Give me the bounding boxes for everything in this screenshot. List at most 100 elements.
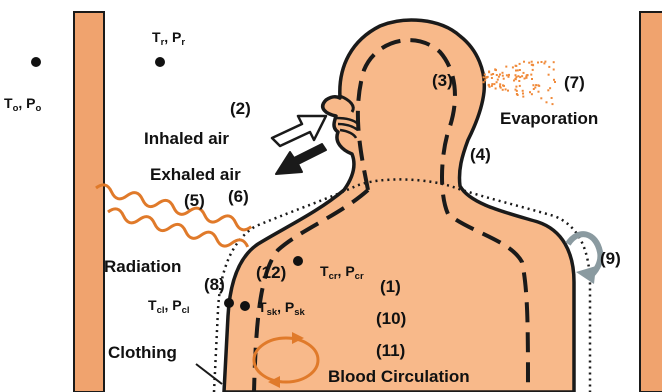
clothing-vars: Tcl, Pcl — [148, 297, 190, 316]
clothing-convection-arrowhead — [576, 266, 596, 284]
label-blood-circulation: Blood Circulation — [328, 367, 470, 386]
spray-dot — [554, 81, 556, 83]
left-wall — [74, 12, 104, 392]
spray-dot — [548, 66, 550, 68]
spray-dot — [517, 75, 519, 77]
spray-dot — [483, 76, 485, 78]
spray-dot — [484, 74, 486, 76]
spray-dot — [499, 74, 501, 76]
spray-dot — [522, 93, 524, 95]
spray-dot — [515, 65, 517, 67]
spray-dot — [544, 61, 546, 63]
spray-dot — [516, 90, 518, 92]
label-5: (5) — [184, 191, 205, 210]
spray-dot — [530, 74, 532, 76]
spray-dot — [488, 84, 490, 86]
spray-dot — [532, 84, 534, 86]
spray-dot — [519, 85, 521, 87]
label-3: (3) — [432, 71, 453, 90]
clothing-pointer — [196, 364, 222, 384]
clothing-point — [224, 298, 234, 308]
label-7: (7) — [564, 73, 585, 92]
spray-dot — [531, 61, 533, 63]
label-6: (6) — [228, 187, 249, 206]
spray-dot — [532, 69, 534, 71]
label-12: (12) — [256, 263, 286, 282]
spray-dot — [512, 66, 514, 68]
spray-dot — [499, 83, 501, 85]
spray-dot — [523, 61, 525, 63]
spray-dot — [505, 66, 507, 68]
spray-dot — [491, 83, 493, 85]
label-radiation: Radiation — [104, 257, 181, 276]
spray-dot — [483, 81, 485, 83]
spray-dot — [547, 89, 549, 91]
spray-dot — [491, 85, 493, 87]
ambient-vars: To, Po — [4, 95, 42, 114]
label-evaporation: Evaporation — [500, 109, 598, 128]
spray-dot — [531, 78, 533, 80]
spray-dot — [519, 63, 521, 65]
spray-dot — [538, 91, 540, 93]
label-exhaled-air: Exhaled air — [150, 165, 241, 184]
exhale-arrow-icon — [276, 144, 326, 174]
spray-dot — [531, 93, 533, 95]
spray-dot — [549, 87, 551, 89]
spray-dot — [553, 69, 555, 71]
spray-dot — [541, 61, 543, 63]
ambient-point — [31, 57, 41, 67]
spray-dot — [515, 86, 517, 88]
spray-dot — [508, 74, 510, 76]
spray-dot — [528, 62, 530, 64]
spray-dot — [543, 62, 545, 64]
spray-dot — [537, 62, 539, 64]
spray-dot — [492, 73, 494, 75]
spray-dot — [521, 75, 523, 77]
spray-dot — [515, 70, 517, 72]
spray-dot — [515, 76, 517, 78]
spray-dot — [546, 101, 548, 103]
spray-dot — [548, 74, 550, 76]
spray-dot — [494, 68, 496, 70]
spray-dot — [534, 87, 536, 89]
label-8: (8) — [204, 275, 225, 294]
spray-dot — [553, 79, 555, 81]
spray-dot — [552, 103, 554, 105]
spray-dot — [485, 77, 487, 79]
spray-dot — [499, 85, 501, 87]
label-1: (1) — [380, 277, 401, 296]
spray-dot — [517, 94, 519, 96]
label-inhaled-air: Inhaled air — [144, 129, 229, 148]
spray-dot — [526, 74, 528, 76]
evaporation-spray-icon — [483, 61, 557, 106]
spray-dot — [553, 61, 555, 63]
spray-dot — [514, 78, 516, 80]
spray-dot — [524, 78, 526, 80]
spray-dot — [526, 77, 528, 79]
spray-dot — [491, 77, 493, 79]
spray-dot — [498, 76, 500, 78]
spray-dot — [502, 89, 504, 91]
inhale-arrow-icon — [272, 116, 326, 146]
label-2: (2) — [230, 99, 251, 118]
skin-point — [240, 301, 250, 311]
label-11: (11) — [376, 341, 405, 360]
spray-dot — [496, 81, 498, 83]
spray-dot — [537, 84, 539, 86]
spray-dot — [495, 88, 497, 90]
spray-dot — [518, 80, 520, 82]
spray-dot — [519, 76, 521, 78]
label-4: (4) — [470, 145, 491, 164]
right-wall — [640, 12, 662, 392]
spray-dot — [517, 69, 519, 71]
core-point — [293, 256, 303, 266]
spray-dot — [540, 97, 542, 99]
spray-dot — [484, 79, 486, 81]
spray-dot — [488, 71, 490, 73]
spray-dot — [502, 75, 504, 77]
spray-dot — [532, 64, 534, 66]
spray-dot — [503, 78, 505, 80]
spray-dot — [523, 72, 525, 74]
spray-dot — [497, 79, 499, 81]
